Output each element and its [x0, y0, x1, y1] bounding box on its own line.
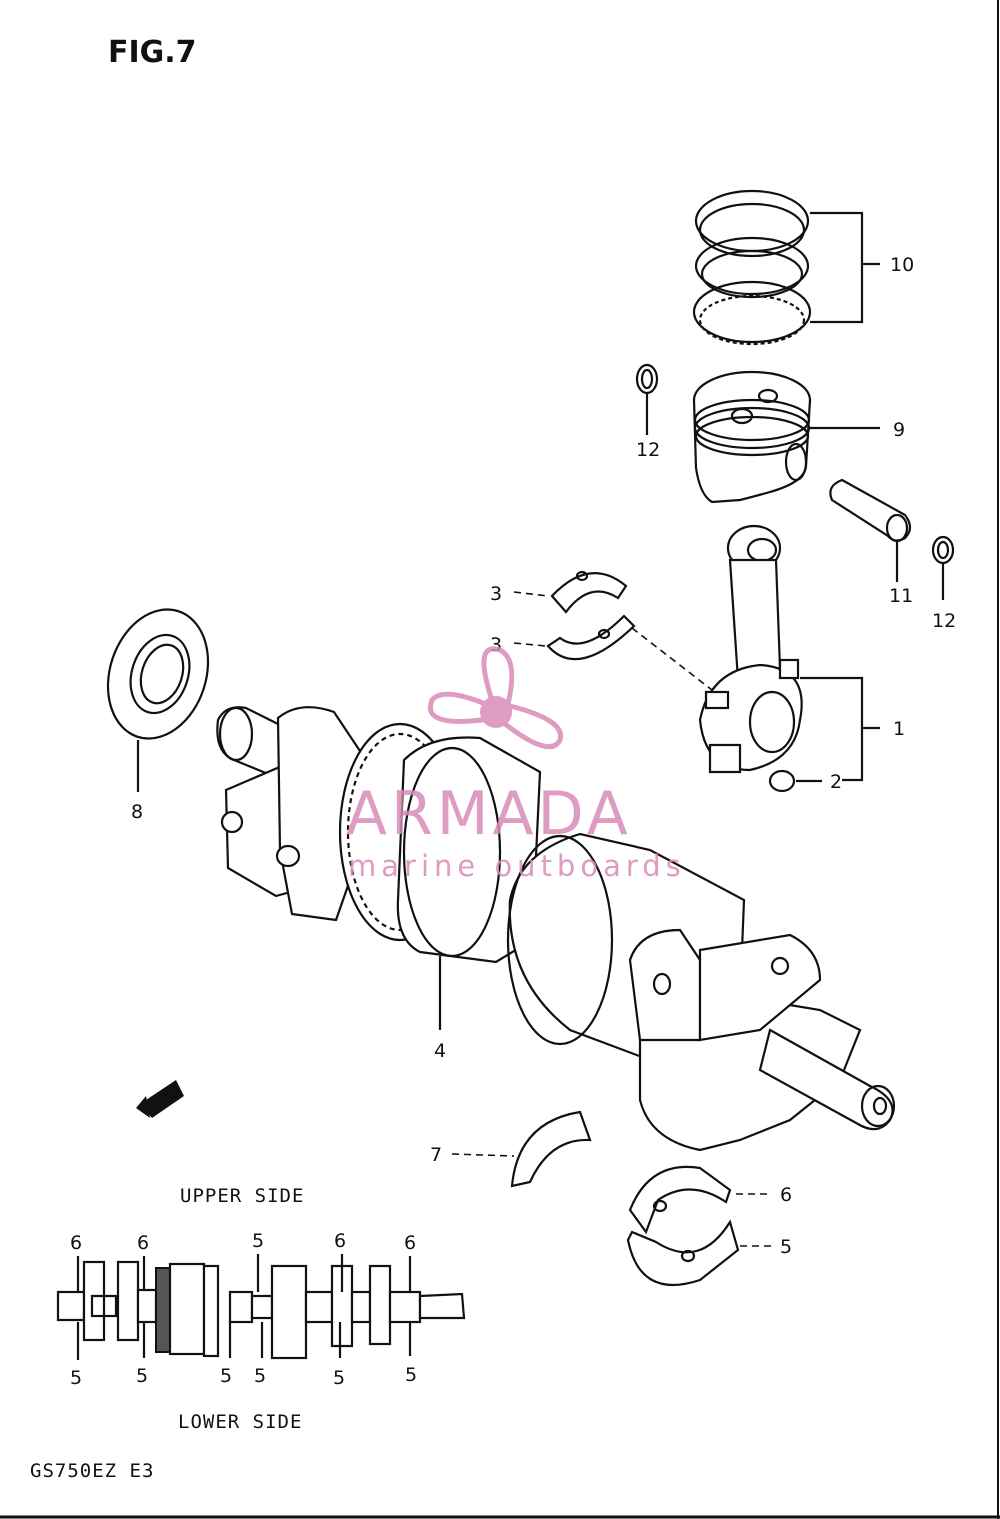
inset-bottom-number: 5 [136, 1365, 148, 1387]
main-bearing-upper [628, 1165, 768, 1235]
oil-seal [106, 608, 210, 792]
callout-crankshaft: 4 [434, 1040, 446, 1062]
callout-circlip-right: 12 [932, 610, 956, 632]
circlip-left [635, 363, 659, 435]
callout-rings: 10 [890, 254, 914, 276]
inset-crankshaft [56, 1254, 466, 1360]
connecting-rod [698, 524, 880, 782]
piston-rings [692, 189, 880, 346]
inset-top-number: 6 [404, 1232, 416, 1254]
inset-upper-label: UPPER SIDE [180, 1185, 304, 1207]
callout-piston-pin: 11 [889, 585, 913, 607]
callout-circlip-left: 12 [636, 439, 660, 461]
inset-bottom-number: 5 [220, 1365, 232, 1387]
piston [692, 370, 880, 504]
conrod-bearing-upper [513, 570, 628, 614]
inset-top-number: 5 [252, 1230, 264, 1252]
rod-nut [768, 769, 822, 793]
callout-conrod: 1 [893, 718, 905, 740]
callout-piston: 9 [893, 419, 905, 441]
inset-bottom-number: 5 [405, 1364, 417, 1386]
callout-bearing-upper: 3 [490, 583, 502, 605]
model-code: GS750EZ E3 [30, 1460, 154, 1482]
callout-main-bearing-lower: 5 [780, 1236, 792, 1258]
propeller-logo-icon [427, 646, 564, 750]
inset-bottom-number: 5 [254, 1365, 266, 1387]
piston-pin [829, 478, 912, 582]
callout-thrust-washer: 7 [430, 1144, 442, 1166]
watermark-tagline: marine outboards [348, 849, 686, 883]
watermark-brand: ARMADA [346, 779, 632, 849]
inset-bottom-number: 5 [333, 1367, 345, 1389]
main-bearing-lower [626, 1219, 772, 1287]
inset-bottom-number: 5 [70, 1367, 82, 1389]
conrod-bearing-lower [513, 614, 713, 691]
callout-nut: 2 [830, 771, 842, 793]
inset-top-number: 6 [137, 1232, 149, 1254]
front-direction-arrow-icon [136, 1080, 184, 1118]
inset-top-number: 6 [70, 1232, 82, 1254]
crankshaft [216, 706, 896, 1152]
inset-top-number: 6 [334, 1230, 346, 1252]
circlip-right [931, 535, 955, 600]
thrust-washer [451, 1110, 592, 1188]
inset-lower-label: LOWER SIDE [178, 1411, 302, 1433]
callout-main-bearing-upper: 6 [780, 1184, 792, 1206]
figure-title: FIG.7 [108, 35, 197, 70]
callout-oil-seal: 8 [131, 801, 143, 823]
